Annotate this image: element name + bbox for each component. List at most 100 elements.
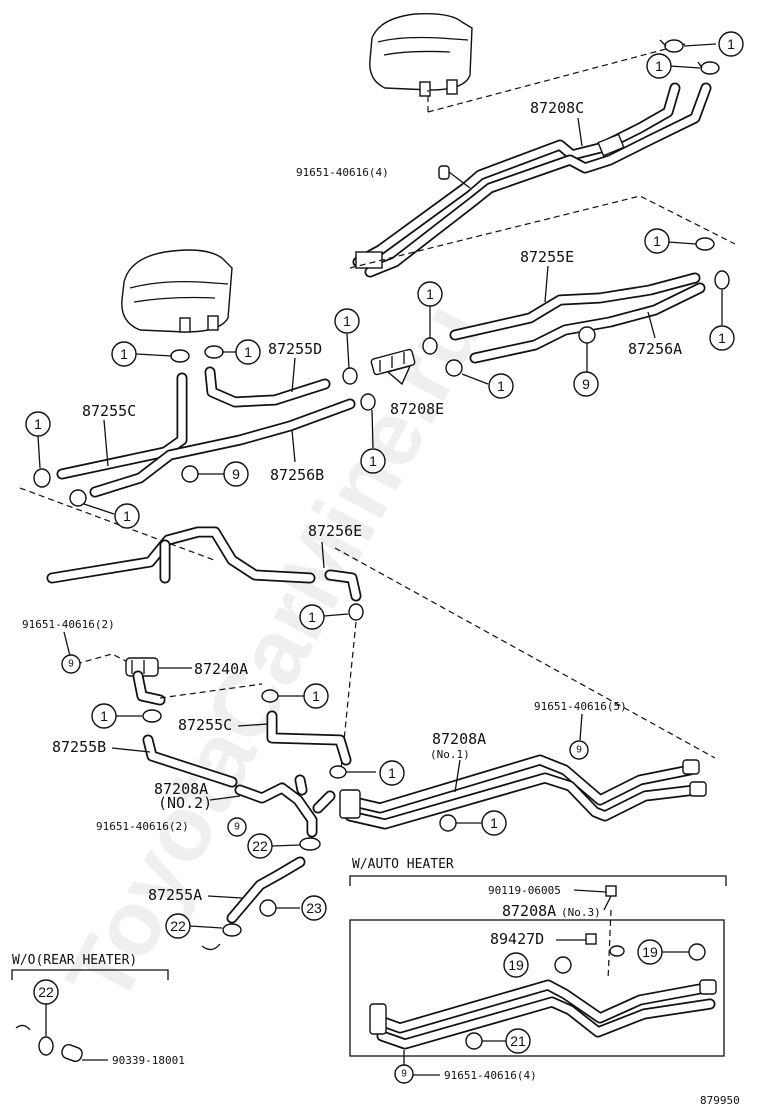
label-91651-40616-2: 91651-40616(2) <box>22 618 115 631</box>
leader-line <box>103 419 109 467</box>
svg-text:1: 1 <box>34 416 42 432</box>
bolt-icon <box>603 885 617 911</box>
pipe-87256E <box>46 526 362 602</box>
callout-9: 9 <box>61 654 81 674</box>
label-90119-06005: 90119-06005 <box>488 884 561 897</box>
svg-text:1: 1 <box>244 344 252 360</box>
dash-leader <box>75 653 133 665</box>
svg-text:1: 1 <box>100 708 108 724</box>
label-87255C: 87255C <box>178 716 232 734</box>
label-87256A: 87256A <box>628 340 682 358</box>
svg-text:22: 22 <box>252 838 268 854</box>
hose-clamp-icon <box>445 359 463 377</box>
label-91651-40616-4: 91651-40616(4) <box>296 166 389 179</box>
group-bracket <box>11 969 169 980</box>
label-91651-40616-2: 91651-40616(2) <box>96 820 189 833</box>
location-marker <box>439 814 457 832</box>
callout-1: 1 <box>235 339 261 365</box>
callout-1: 1 <box>334 308 360 334</box>
svg-text:22: 22 <box>170 918 186 934</box>
callout-1: 1 <box>360 448 386 474</box>
svg-text:1: 1 <box>369 453 377 469</box>
label-no3: (No.3) <box>561 906 601 919</box>
label-90339-18001: 90339-18001 <box>112 1054 185 1067</box>
svg-text:1: 1 <box>718 330 726 346</box>
svg-text:1: 1 <box>388 765 396 781</box>
leader-line <box>209 795 241 801</box>
svg-text:23: 23 <box>306 900 322 916</box>
dash-leader <box>159 683 263 699</box>
water-valve-87240A <box>125 657 166 706</box>
hose-87255E <box>449 272 701 341</box>
leader-line <box>573 889 607 893</box>
leader-line <box>83 503 115 515</box>
hose-clamp-icon <box>204 345 224 359</box>
hose-87255D <box>204 366 331 408</box>
label-87240A: 87240A <box>194 660 248 678</box>
callout-22: 22 <box>165 913 191 939</box>
hose-clamp-icon <box>360 393 376 411</box>
label-wo-rear-heater: W/O(REAR HEATER) <box>12 953 137 968</box>
leader-line <box>667 241 697 245</box>
callout-1: 1 <box>114 503 140 529</box>
callout-1: 1 <box>111 341 137 367</box>
callout-19: 19 <box>637 939 663 965</box>
hose-87256A <box>469 282 706 364</box>
svg-text:1: 1 <box>497 378 505 394</box>
label-87255D: 87255D <box>268 340 322 358</box>
leader-line <box>321 541 325 569</box>
callout-1: 1 <box>481 810 507 836</box>
hose-clamp-icon <box>222 923 242 937</box>
pipe-87208A-no1 <box>339 754 707 830</box>
leader-line <box>207 895 243 899</box>
hose-clamp-icon <box>69 489 87 507</box>
svg-text:9: 9 <box>232 466 240 482</box>
hose-clamp-icon <box>142 709 162 723</box>
svg-text:1: 1 <box>123 508 131 524</box>
label-87208A: 87208A <box>432 730 486 748</box>
svg-text:9: 9 <box>576 745 582 756</box>
svg-text:1: 1 <box>727 36 735 52</box>
dash-leader <box>334 547 716 759</box>
dash-leader <box>427 43 686 113</box>
label-87208A: 87208A <box>154 780 208 798</box>
callout-9: 9 <box>223 461 249 487</box>
leader-line <box>63 631 71 657</box>
svg-text:21: 21 <box>510 1033 526 1049</box>
dash-leader <box>607 909 612 981</box>
nut-icon <box>438 165 450 180</box>
callout-1: 1 <box>379 760 405 786</box>
callout-1: 1 <box>25 411 51 437</box>
label-91651-40616-5: 91651-40616(5) <box>534 700 627 713</box>
callout-1: 1 <box>299 604 325 630</box>
hose-clamp-icon <box>659 39 684 53</box>
callout-1: 1 <box>644 228 670 254</box>
leader-line <box>189 925 223 929</box>
leader-line <box>135 353 173 357</box>
hose-clamp-icon <box>697 61 720 75</box>
figure-number: 879950 <box>700 1094 740 1107</box>
hose-clamp-icon <box>329 765 347 779</box>
svg-text:1: 1 <box>490 815 498 831</box>
svg-text:19: 19 <box>508 957 524 973</box>
callout-21: 21 <box>505 1028 531 1054</box>
sensor-icon <box>585 933 625 957</box>
callout-1: 1 <box>488 373 514 399</box>
auto-heater-box <box>349 919 725 1057</box>
callout-1: 1 <box>91 703 117 729</box>
label-87256E: 87256E <box>308 522 362 540</box>
location-marker <box>578 326 596 344</box>
callout-9: 9 <box>227 817 247 837</box>
hose-87255A <box>226 856 306 924</box>
callout-22: 22 <box>247 833 273 859</box>
callout-1: 1 <box>709 325 735 351</box>
callout-9: 9 <box>569 740 589 760</box>
group-bracket <box>349 875 727 886</box>
hose-87255B <box>142 734 238 788</box>
label-w-auto-heater: W/AUTO HEATER <box>352 857 454 872</box>
location-marker <box>259 899 277 917</box>
leader-line <box>544 265 549 303</box>
label-87255E: 87255E <box>520 248 574 266</box>
location-marker <box>688 943 706 961</box>
hose-clamp-icon <box>714 270 730 290</box>
